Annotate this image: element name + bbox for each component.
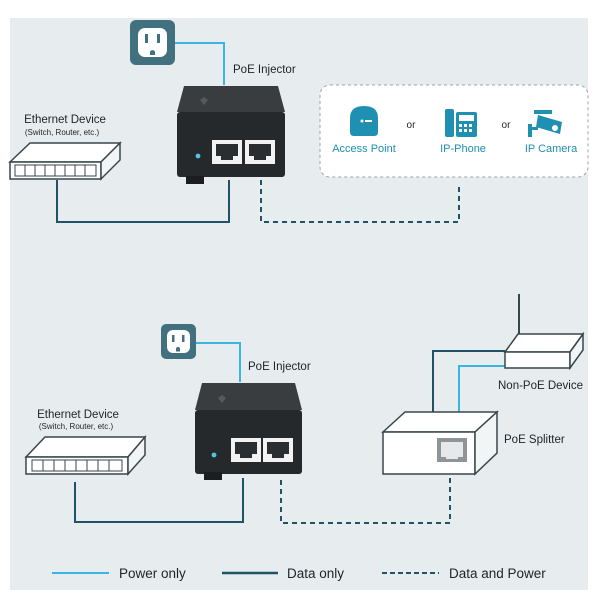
bottom-power-line	[196, 342, 241, 382]
bottom-ethernet-device-title: Ethernet Device	[37, 409, 119, 421]
legend-data-and-power: Data and Power	[449, 566, 546, 581]
top-ethernet-device-title: Ethernet Device	[24, 114, 106, 126]
splitter-power-line	[458, 365, 505, 418]
legend-power-only: Power only	[119, 566, 186, 581]
top-data-power-line	[260, 180, 460, 223]
non-poe-device-label: Non-PoE Device	[498, 380, 583, 392]
bottom-injector-label: PoE Injector	[248, 361, 311, 373]
legend-data-only: Data only	[287, 566, 344, 581]
ip-camera-icon	[528, 110, 562, 137]
top-power-outlet-icon	[130, 20, 175, 65]
top-poe-injector-icon	[177, 86, 285, 184]
top-injector-label: PoE Injector	[233, 64, 296, 76]
non-poe-device-icon	[503, 294, 585, 371]
bottom-poe-injector-icon	[195, 383, 302, 480]
splitter-data-line	[432, 350, 505, 412]
top-ethernet-device-subtitle: (Switch, Router, etc.)	[25, 128, 100, 137]
top-data-line	[56, 180, 230, 223]
bottom-data-power-line	[280, 475, 451, 524]
ip-phone-label: IP-Phone	[440, 143, 486, 155]
or-label-1: or	[407, 120, 417, 131]
ip-phone-icon	[445, 109, 477, 137]
access-point-icon	[350, 106, 378, 136]
top-ethernet-switch-icon	[8, 141, 122, 181]
bottom-power-outlet-icon	[161, 324, 196, 359]
ip-camera-label: IP Camera	[525, 143, 578, 155]
access-point-label: Access Point	[332, 143, 396, 155]
or-label-2: or	[502, 120, 512, 131]
bottom-ethernet-switch-icon	[24, 434, 147, 476]
poe-splitter-label: PoE Splitter	[504, 434, 565, 446]
bottom-ethernet-device-subtitle: (Switch, Router, etc.)	[39, 422, 114, 431]
poe-splitter-icon	[381, 410, 499, 476]
bottom-data-line	[74, 478, 244, 523]
top-power-line	[175, 42, 225, 85]
